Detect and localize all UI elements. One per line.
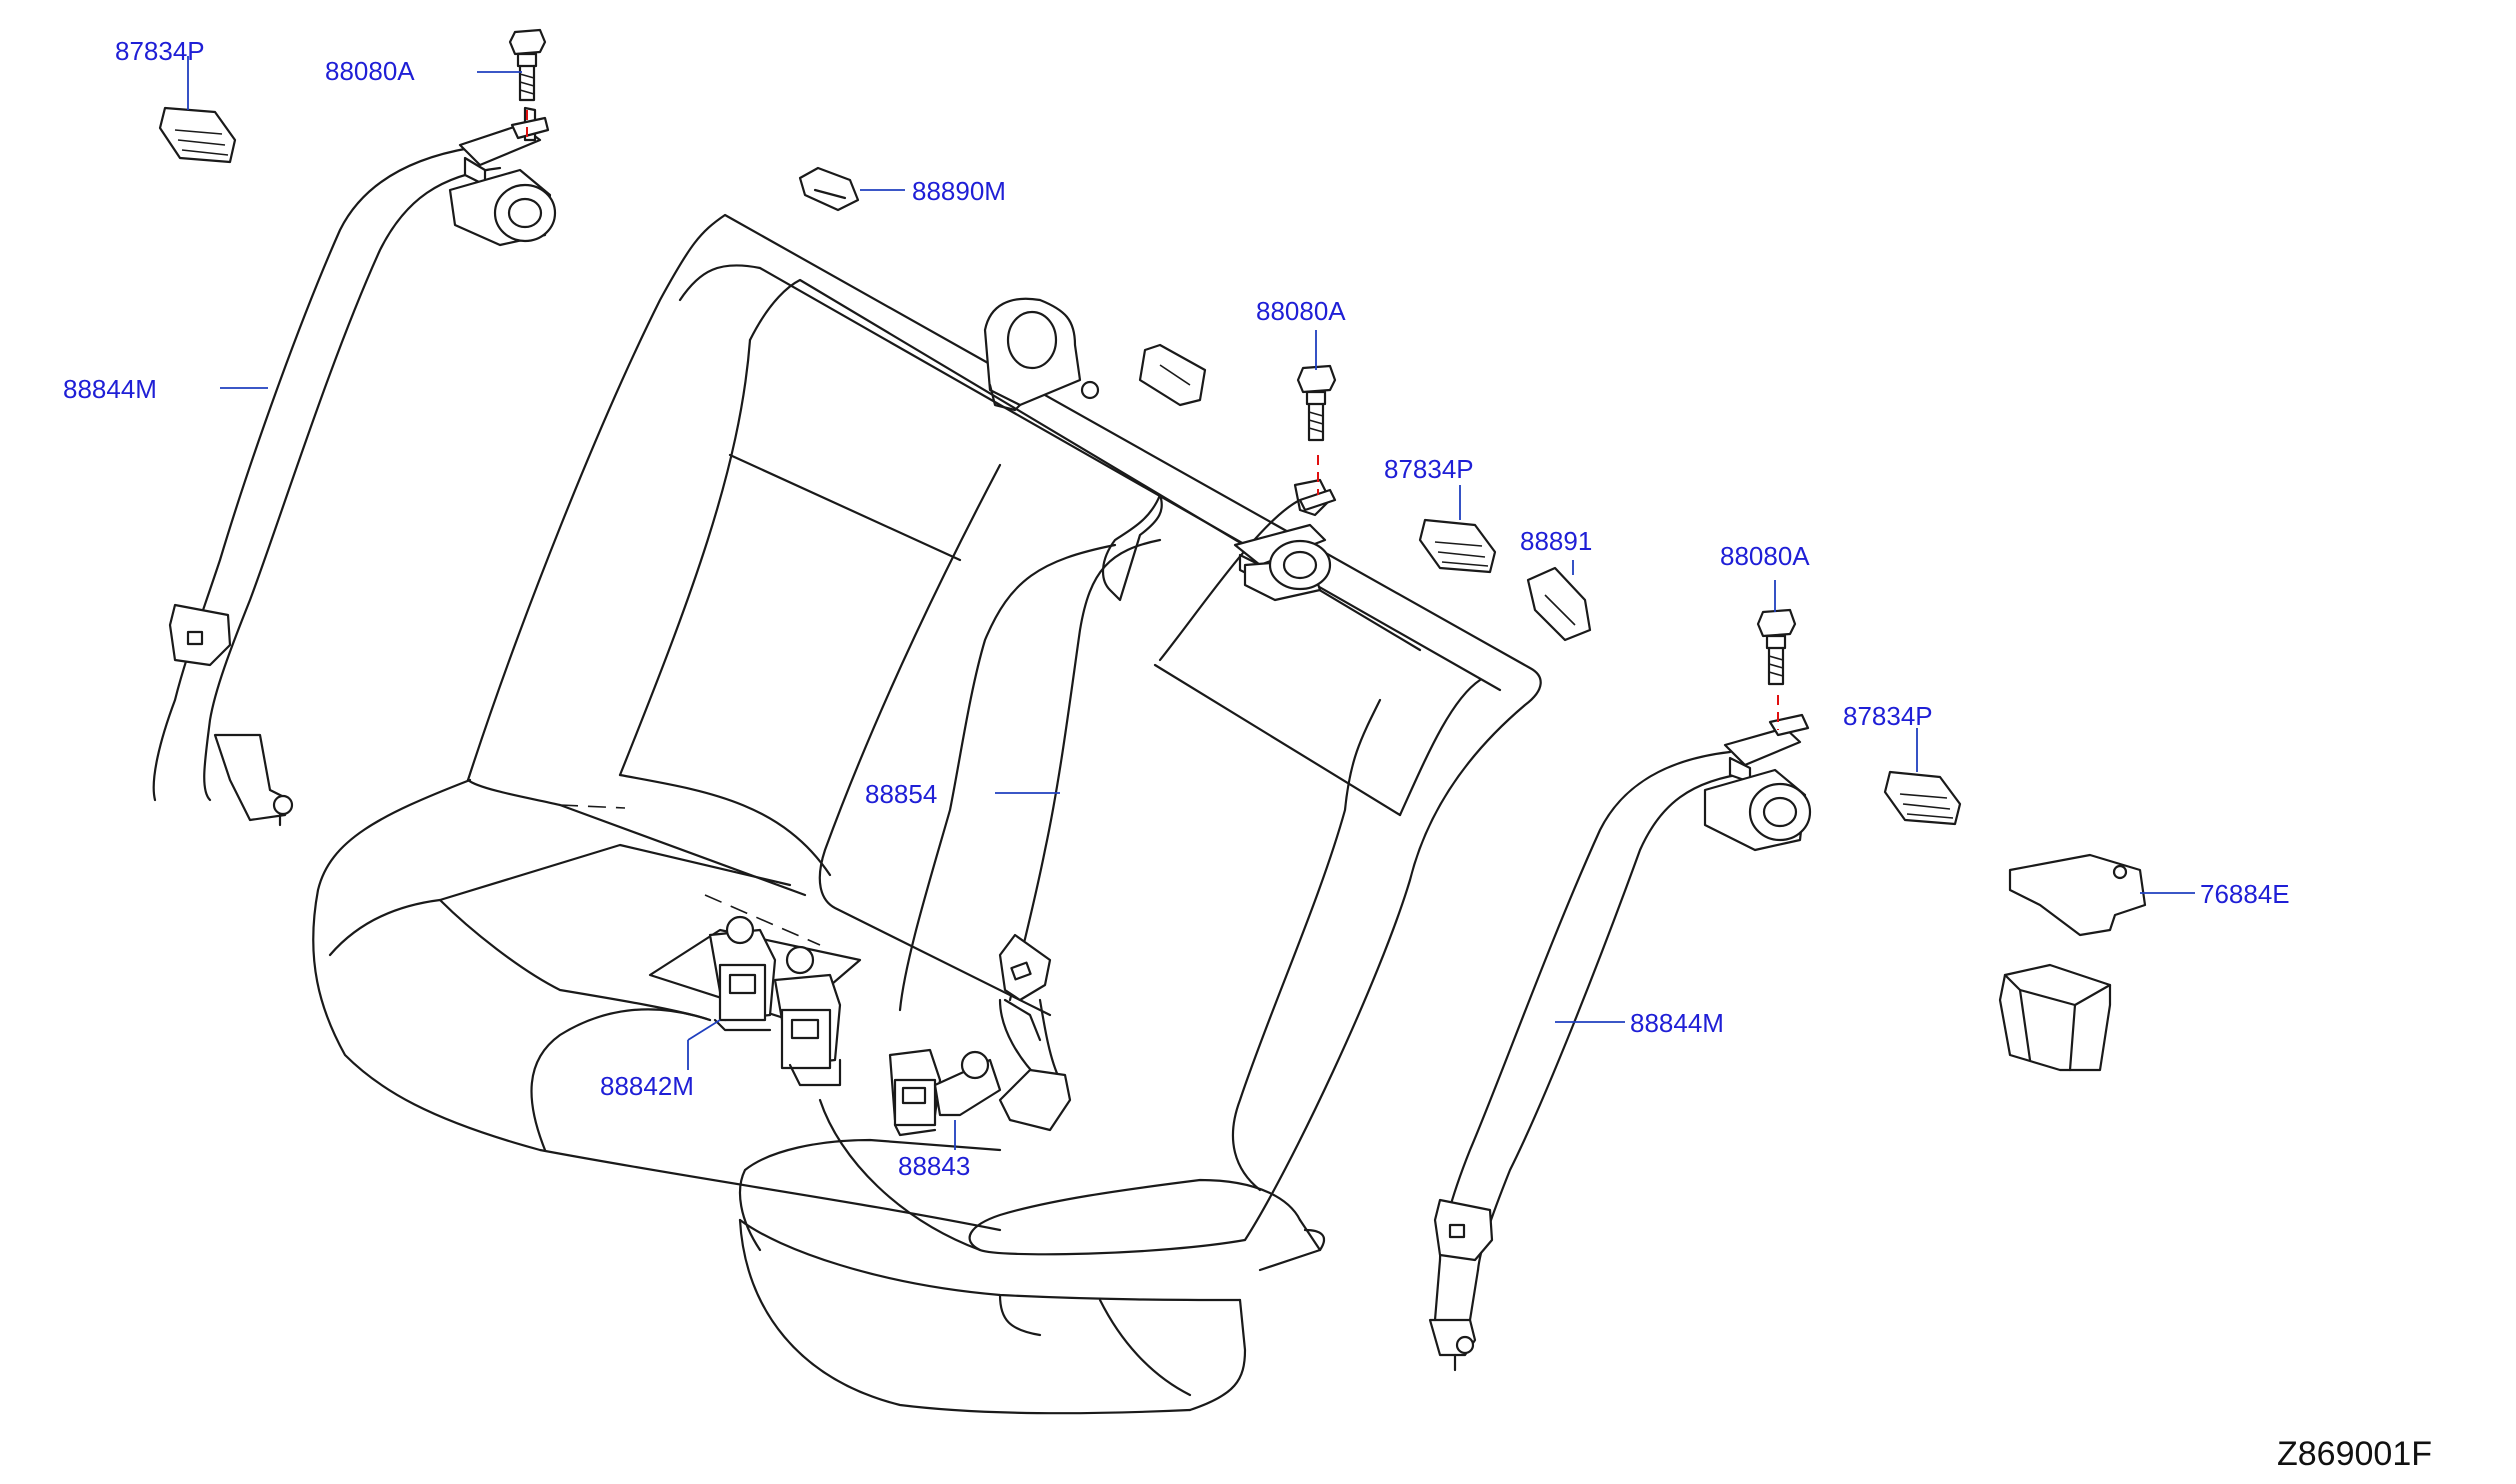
buckle-88843 — [888, 1048, 1002, 1137]
left-retractor — [448, 106, 557, 247]
buckle-pair-88842m — [648, 915, 862, 1087]
cover-87834p-top-left — [158, 106, 237, 164]
label-88080a-right: 88080A — [1720, 541, 1810, 571]
bolt-right — [1756, 608, 1797, 730]
right-retractor — [1703, 713, 1812, 852]
drawing-code: Z869001F — [2277, 1435, 2432, 1473]
cover-87834p-right — [1883, 770, 1962, 826]
label-87834p-top-left: 87834P — [115, 36, 205, 66]
label-88891: 88891 — [1520, 526, 1592, 556]
clip-88890m — [798, 166, 860, 212]
label-87834p-right: 87834P — [1843, 701, 1933, 731]
cover-88891 — [1526, 566, 1592, 642]
leader-lines — [187, 56, 2195, 1150]
label-88844m-left: 88844M — [63, 374, 157, 404]
label-88842m: 88842M — [600, 1071, 694, 1101]
rear-seat — [312, 213, 1542, 1415]
right-seat-belt — [1428, 713, 1812, 1372]
bolt-top-left — [508, 28, 547, 140]
label-88080a-center: 88080A — [1256, 296, 1346, 326]
head-anchor-plate — [983, 297, 1207, 412]
label-87834p-center: 87834P — [1384, 454, 1474, 484]
label-88854: 88854 — [865, 779, 937, 809]
label-88890m: 88890M — [912, 176, 1006, 206]
label-88080a-top-left: 88080A — [325, 56, 415, 86]
center-retractor — [1233, 478, 1337, 602]
center-seat-belt — [898, 478, 1337, 1132]
part-labels: 87834P 88080A 88890M 88844M 88080A 87834… — [63, 36, 2290, 1181]
label-88843: 88843 — [898, 1151, 970, 1181]
bolt-center — [1296, 364, 1337, 495]
cover-87834p-center — [1418, 518, 1497, 574]
tray-76884e — [1998, 853, 2147, 1072]
label-88844m-right: 88844M — [1630, 1008, 1724, 1038]
left-seat-belt — [152, 106, 557, 827]
label-76884e: 76884E — [2200, 879, 2290, 909]
